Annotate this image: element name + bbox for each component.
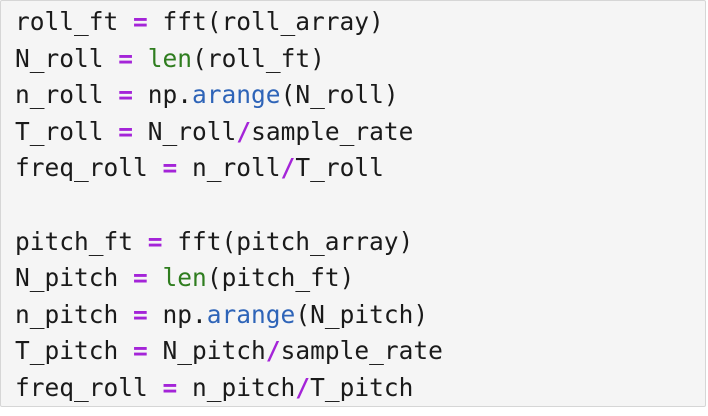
code-token-op: =	[133, 336, 148, 366]
code-token-op: /	[265, 336, 281, 366]
code-token-name: N_roll	[133, 116, 237, 146]
code-token-name	[148, 263, 163, 292]
code-token-name: N_pitch	[15, 263, 134, 293]
code-line[interactable]: T_pitch = N_pitch/sample_rate	[15, 333, 443, 370]
code-token-name: np.	[133, 80, 193, 110]
code-token-op: /	[295, 372, 311, 402]
code-token-op: =	[162, 153, 178, 183]
code-token-attr: arange	[206, 299, 296, 329]
code-token-name: (N_pitch)	[295, 299, 429, 329]
code-token-name: n_pitch	[177, 372, 296, 402]
code-token-op: /	[280, 153, 296, 183]
code-token-name: N_roll	[15, 43, 119, 73]
blank-line[interactable]	[15, 187, 443, 224]
code-token-name: N_pitch	[147, 336, 266, 366]
code-token-op: =	[118, 80, 134, 110]
code-token-name: n_roll	[15, 80, 119, 110]
code-token-name: freq_roll	[15, 372, 163, 402]
code-token-name: roll_ft	[15, 7, 134, 36]
code-token-name: fft(roll_array)	[147, 7, 384, 36]
code-token-name: n_roll	[177, 153, 281, 183]
code-token-op: =	[147, 226, 163, 256]
code-editor[interactable]: roll_ft = fft(roll_array)N_roll = len(ro…	[15, 4, 443, 407]
code-token-op: =	[118, 116, 134, 146]
code-token-name: np.	[147, 299, 207, 329]
code-line[interactable]: freq_roll = n_pitch/T_pitch	[15, 370, 443, 407]
code-token-name: (pitch_ft)	[206, 263, 355, 293]
code-line[interactable]: N_pitch = len(pitch_ft)	[15, 260, 443, 297]
code-token-op: =	[133, 7, 148, 36]
code-token-name: pitch_ft	[15, 226, 148, 256]
code-token-name: T_pitch	[15, 336, 134, 366]
code-token-name: T_roll	[15, 116, 119, 146]
code-token-name: sample_rate	[251, 116, 414, 146]
code-token-builtin: len	[147, 43, 193, 73]
code-line[interactable]: pitch_ft = fft(pitch_array)	[15, 224, 443, 261]
code-token-name: T_pitch	[310, 372, 414, 402]
code-token-op: =	[162, 372, 178, 402]
code-line[interactable]: roll_ft = fft(roll_array)	[15, 4, 443, 41]
code-line[interactable]: n_roll = np.arange(N_roll)	[15, 77, 443, 114]
code-token-op: =	[118, 43, 134, 73]
code-token-name: (roll_ft)	[192, 43, 325, 73]
code-token-name: sample_rate	[280, 336, 443, 366]
code-token-op: /	[236, 116, 252, 146]
code-token-name: freq_roll	[15, 153, 163, 183]
code-token-builtin: len	[162, 263, 207, 293]
code-token-op: =	[133, 299, 148, 329]
code-cell[interactable]: roll_ft = fft(roll_array)N_roll = len(ro…	[0, 0, 706, 407]
code-token-name: T_roll	[295, 153, 384, 183]
code-token-name: (N_roll)	[280, 80, 399, 110]
code-line[interactable]: freq_roll = n_roll/T_roll	[15, 150, 443, 187]
code-token-name: fft(pitch_array)	[162, 226, 414, 256]
code-line[interactable]: T_roll = N_roll/sample_rate	[15, 114, 443, 151]
code-token-name	[133, 44, 148, 73]
code-line[interactable]: N_roll = len(roll_ft)	[15, 41, 443, 78]
code-token-op: =	[133, 263, 148, 293]
code-token-attr: arange	[192, 80, 281, 110]
code-line[interactable]: n_pitch = np.arange(N_pitch)	[15, 297, 443, 334]
code-token-name: n_pitch	[15, 299, 134, 329]
